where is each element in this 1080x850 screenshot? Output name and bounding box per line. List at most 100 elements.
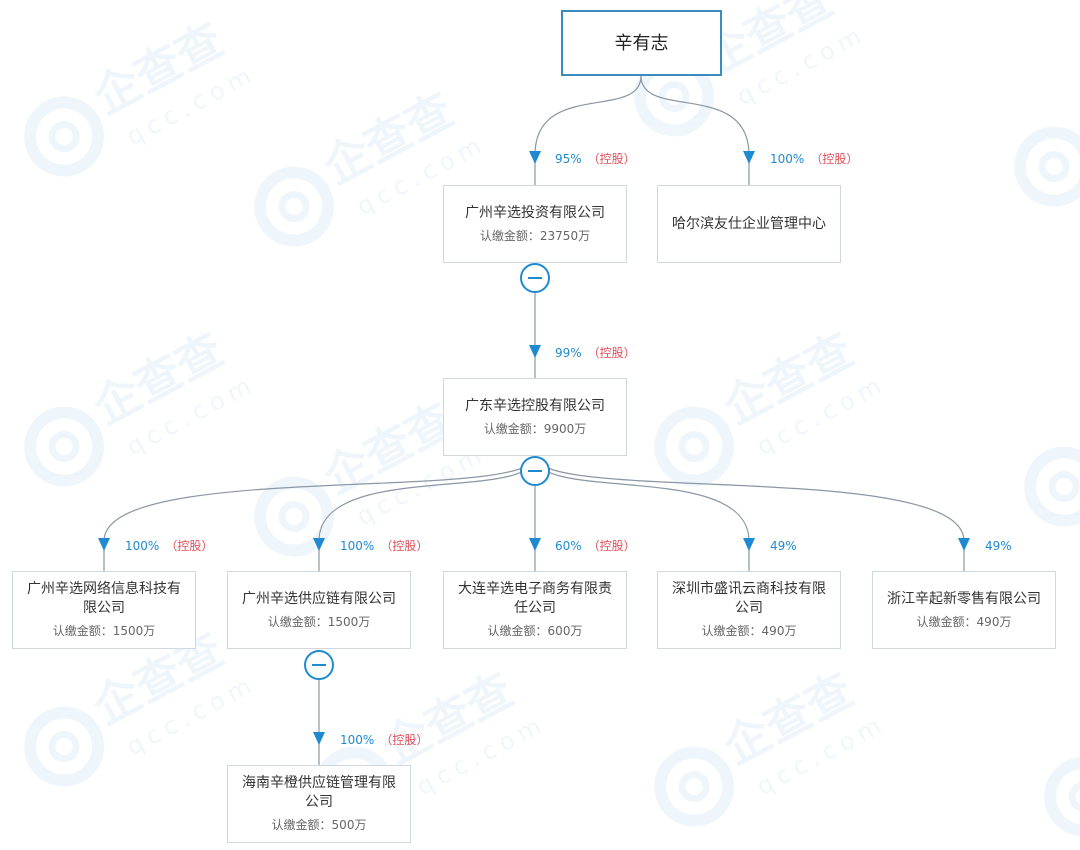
share-percent: 49% — [985, 539, 1012, 553]
collapse-toggle-gz-invest[interactable] — [520, 263, 550, 293]
collapse-toggle-gd-holding[interactable] — [520, 456, 550, 486]
company-capital: 认缴金额：490万 — [916, 614, 1012, 629]
watermark-ring — [24, 96, 105, 177]
watermark-core — [678, 431, 710, 463]
company-node-sz-shengxun[interactable]: 深圳市盛讯云商科技有限公司 认缴金额：490万 — [657, 571, 841, 649]
watermark-ring — [1014, 126, 1080, 207]
control-tag: （控股） — [587, 539, 636, 553]
company-name: 深圳市盛讯云商科技有限公司 — [672, 581, 826, 616]
share-percent: 100% — [340, 733, 375, 747]
company-node-gd-holding[interactable]: 广东辛选控股有限公司 认缴金额：9900万 — [443, 378, 627, 456]
watermark-domain-text: qcc.com — [732, 19, 871, 111]
watermark-brand-text: 企查查 — [375, 662, 522, 774]
company-name: 海南辛橙供应链管理有限公司 — [242, 775, 396, 810]
watermark-core — [278, 501, 310, 533]
company-node-zj-retail[interactable]: 浙江辛起新零售有限公司 认缴金额：490万 — [872, 571, 1056, 649]
control-tag: （控股） — [587, 152, 636, 166]
control-tag: （控股） — [587, 346, 636, 360]
edge-label-e6: 60%（控股） — [555, 538, 636, 554]
watermark-core — [678, 771, 710, 803]
watermark-core — [658, 81, 690, 113]
arrow-e9 — [313, 732, 325, 745]
company-capital: 认缴金额：1500万 — [52, 624, 156, 638]
control-tag: （控股） — [810, 152, 859, 166]
arrow-e2 — [743, 151, 755, 164]
watermark-core — [1068, 781, 1080, 813]
company-name: 广州辛选网络信息科技有限公司 — [27, 581, 181, 616]
watermark-ring — [1044, 756, 1080, 837]
watermark-ring — [254, 476, 335, 557]
company-capital: 认缴金额：490万 — [701, 624, 797, 638]
watermark-ring — [24, 406, 105, 487]
edge-label-e5: 100%（控股） — [340, 538, 428, 554]
control-tag: （控股） — [380, 733, 429, 747]
watermark-ring — [654, 406, 735, 487]
company-node-gz-invest[interactable]: 广州辛选投资有限公司 认缴金额：23750万 — [443, 185, 627, 263]
company-name: 广州辛选供应链有限公司 — [242, 590, 396, 607]
root-shareholder-node[interactable]: 辛有志 — [561, 10, 722, 76]
edge-label-e7: 49% — [770, 538, 797, 554]
edge-label-e2: 100% （控股） — [770, 151, 858, 167]
arrow-e4 — [98, 538, 110, 551]
arrow-e6 — [529, 538, 541, 551]
company-node-gz-supply[interactable]: 广州辛选供应链有限公司 认缴金额：1500万 — [227, 571, 411, 649]
company-node-dl-ecom[interactable]: 大连辛选电子商务有限责任公司 认缴金额：600万 — [443, 571, 627, 649]
company-capital: 认缴金额：23750万 — [479, 228, 591, 243]
watermark-ring — [1024, 446, 1080, 527]
watermark-core — [48, 731, 80, 763]
control-tag: （控股） — [165, 539, 214, 553]
watermark-brand-text: 企查查 — [85, 12, 232, 124]
company-capital: 认缴金额：9900万 — [483, 421, 587, 436]
watermark-core — [48, 431, 80, 463]
watermark-ring — [254, 166, 335, 247]
collapse-toggle-gz-supply[interactable] — [304, 650, 334, 680]
company-node-gz-network[interactable]: 广州辛选网络信息科技有限公司 认缴金额：1500万 — [12, 571, 196, 649]
share-percent: 49% — [770, 539, 797, 553]
watermark-core — [1048, 471, 1080, 503]
share-percent: 100% — [125, 539, 160, 553]
edge-label-e4: 100% （控股） — [125, 538, 213, 554]
edge-e1 — [534, 75, 642, 185]
watermark-domain-text: qcc.com — [122, 369, 261, 461]
edge-label-e3: 99% （控股） — [555, 345, 636, 361]
watermark-ring — [654, 746, 735, 827]
watermark-core — [278, 191, 310, 223]
arrow-e3 — [529, 345, 541, 358]
watermark-brand-text: 企查查 — [715, 322, 862, 434]
root-name: 辛有志 — [614, 32, 669, 54]
company-capital: 认缴金额：600万 — [487, 624, 583, 638]
company-name: 哈尔滨友仕企业管理中心 — [672, 215, 826, 232]
watermark-brand-text: 企查查 — [715, 662, 862, 774]
company-node-heb-center[interactable]: 哈尔滨友仕企业管理中心 — [657, 185, 841, 263]
share-percent: 99% — [555, 346, 582, 360]
arrow-e1 — [529, 151, 541, 164]
watermark-core — [1038, 151, 1070, 183]
company-name: 广州辛选投资有限公司 — [465, 204, 605, 221]
watermark-brand-text: 企查查 — [315, 392, 462, 504]
watermark-brand-text: 企查查 — [85, 322, 232, 434]
minus-icon — [312, 664, 326, 666]
watermark-ring — [24, 706, 105, 787]
watermark-domain-text: qcc.com — [752, 369, 891, 461]
arrow-e8 — [958, 538, 970, 551]
watermark-domain-text: qcc.com — [412, 709, 551, 801]
watermark-brand-text: 企查查 — [315, 82, 462, 194]
company-capital: 认缴金额：1500万 — [267, 614, 371, 629]
edge-label-e9: 100% （控股） — [340, 732, 428, 748]
company-name: 浙江辛起新零售有限公司 — [887, 590, 1041, 607]
watermark-domain-text: qcc.com — [122, 669, 261, 761]
minus-icon — [528, 470, 542, 472]
company-node-hn-supply[interactable]: 海南辛橙供应链管理有限公司 认缴金额：500万 — [227, 765, 411, 843]
company-name: 广东辛选控股有限公司 — [465, 397, 605, 414]
edge-e2 — [640, 75, 750, 185]
control-tag: （控股） — [380, 539, 429, 553]
watermark-domain-text: qcc.com — [752, 709, 891, 801]
arrow-e7 — [743, 538, 755, 551]
company-capital: 认缴金额：500万 — [271, 818, 367, 832]
share-percent: 100% — [770, 152, 805, 166]
